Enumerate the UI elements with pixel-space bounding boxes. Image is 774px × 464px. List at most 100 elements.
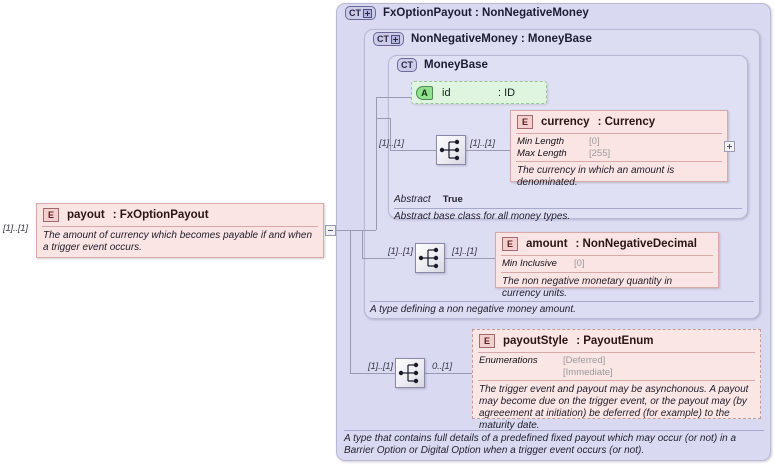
connector-trunk-middle — [362, 230, 363, 258]
sequence-compositor-moneybase[interactable] — [436, 135, 466, 165]
facet-row: Max Length [255] — [517, 148, 721, 160]
plus-icon[interactable] — [391, 34, 400, 44]
collapse-toggle-payout[interactable] — [325, 225, 336, 236]
element-icon: E — [517, 115, 533, 129]
enumeration-value: [Immediate] — [563, 366, 613, 378]
sequence-compositor-nonnegativemoney[interactable] — [415, 243, 445, 273]
compositor-2-left-cardinality: [1]..[1] — [388, 246, 413, 257]
facet-values: [Deferred] [Immediate] — [563, 355, 613, 378]
divider — [42, 226, 318, 227]
element-payoutstyle-header: E payoutStyle : PayoutEnum — [473, 330, 760, 352]
ct-label: CT — [349, 8, 361, 18]
element-payoutstyle[interactable]: E payoutStyle : PayoutEnum Enumerations … — [472, 329, 761, 431]
complex-type-icon: CT — [345, 6, 376, 20]
compositor-1-right-cardinality: [1]..[1] — [470, 138, 495, 149]
element-icon: E — [479, 334, 495, 348]
element-currency[interactable]: E currency : Currency Min Length [0] Max… — [510, 110, 728, 188]
element-payout-name: payout — [67, 209, 105, 221]
element-payoutstyle-documentation: The trigger event and payout may be asyn… — [479, 384, 749, 431]
connector-inner-down-stub — [376, 118, 390, 119]
divider — [501, 255, 713, 256]
facet-label: Min Inclusive — [502, 258, 557, 269]
connector-trunk-outer-top — [337, 230, 351, 231]
element-payoutstyle-type: : PayoutEnum — [576, 335, 654, 347]
facet-value: [0] — [589, 136, 600, 147]
element-payout[interactable]: E payout : FxOptionPayout The amount of … — [36, 203, 324, 258]
divider — [478, 352, 755, 353]
element-payoutstyle-name: payoutStyle — [503, 335, 569, 347]
divider — [516, 161, 722, 162]
element-amount-documentation: The non negative monetary quantity in cu… — [502, 275, 673, 299]
divider — [501, 271, 713, 273]
compositor-3-left-cardinality: [1]..[1] — [368, 361, 393, 372]
container-fxoptionpayout-header: CT FxOptionPayout : NonNegativeMoney — [345, 6, 589, 20]
element-amount-name: amount — [526, 238, 568, 250]
element-icon: E — [43, 208, 59, 222]
element-amount-facets: Min Inclusive [0] — [496, 256, 718, 272]
container-nonnegativemoney-annotation: A type defining a non negative money amo… — [370, 304, 576, 315]
connector-to-id-attr — [376, 97, 411, 98]
facet-label: Max Length — [517, 147, 567, 159]
attribute-id-type: : ID — [498, 86, 516, 99]
attribute-id[interactable]: A id : ID — [411, 81, 547, 104]
attribute-id-name: id — [442, 86, 451, 99]
element-payoutstyle-facets: Enumerations [Deferred] [Immediate] — [473, 353, 760, 380]
facet-row: Min Length [0] — [517, 136, 721, 148]
connector-to-seq3 — [350, 373, 395, 374]
connector-inner-down — [390, 118, 391, 150]
container-nonnegativemoney-title: NonNegativeMoney : MoneyBase — [411, 33, 592, 45]
connector-inner-stub — [362, 230, 376, 231]
container-moneybase-footer: Abstract True Abstract base class for al… — [394, 194, 742, 223]
connector-to-seq1 — [390, 150, 436, 151]
facet-value: [0] — [574, 258, 585, 269]
abstract-value: True — [442, 194, 463, 205]
element-payout-header: E payout : FxOptionPayout — [37, 204, 323, 226]
connector-seq3-to-payoutstyle — [425, 373, 472, 374]
divider — [516, 133, 722, 134]
element-amount-type: : NonNegativeDecimal — [575, 238, 697, 250]
facet-label: Min Length — [517, 136, 565, 147]
element-icon: E — [502, 237, 518, 251]
connector-seq1-to-currency — [466, 150, 510, 151]
payout-cardinality: [1]..[1] — [3, 223, 28, 234]
facet-row: Enumerations [Deferred] [Immediate] — [479, 355, 754, 378]
facet-row: Min Inclusive [0] — [502, 258, 712, 270]
container-nonnegativemoney-footer: A type defining a non negative money amo… — [370, 301, 754, 316]
connector-seq2-to-amount — [445, 258, 495, 259]
container-fxoptionpayout-title: FxOptionPayout : NonNegativeMoney — [383, 7, 589, 19]
complex-type-icon: CT — [373, 32, 404, 46]
ct-label: CT — [377, 34, 389, 44]
element-currency-facets: Min Length [0] Max Length [255] — [511, 134, 727, 161]
element-amount[interactable]: E amount : NonNegativeDecimal Min Inclus… — [495, 232, 719, 299]
compositor-3-right-cardinality: 0..[1] — [432, 361, 452, 372]
connector-trunk-inner — [376, 97, 377, 230]
connector-to-seq2 — [362, 258, 395, 259]
enumeration-value: [Deferred] — [563, 355, 606, 366]
divider — [478, 380, 755, 381]
compositor-1-left-cardinality: [1]..[1] — [379, 138, 404, 149]
element-currency-documentation: The currency in which an amount is denom… — [517, 165, 675, 188]
compositor-2-right-cardinality: [1]..[1] — [452, 246, 477, 257]
element-payout-type: : FxOptionPayout — [112, 209, 209, 221]
sequence-compositor-fxoptionpayout[interactable] — [395, 358, 425, 388]
abstract-label: Abstract — [394, 194, 431, 205]
container-moneybase-header: CT MoneyBase — [397, 58, 488, 72]
element-currency-type: : Currency — [597, 116, 656, 128]
container-fxoptionpayout-footer: A type that contains full details of a p… — [344, 430, 764, 457]
facet-value: [255] — [589, 147, 611, 159]
ct-label: CT — [401, 60, 413, 70]
complex-type-icon: CT — [397, 58, 417, 72]
facet-label: Enumerations — [479, 355, 538, 366]
attribute-icon: A — [416, 85, 433, 100]
container-nonnegativemoney-header: CT NonNegativeMoney : MoneyBase — [373, 32, 592, 46]
connector-middle-stub — [350, 230, 362, 231]
element-currency-header: E currency : Currency — [511, 111, 727, 133]
connector-trunk-outer — [350, 230, 351, 373]
container-fxoptionpayout-annotation: A type that contains full details of a p… — [344, 433, 737, 456]
element-payout-documentation: The amount of currency which becomes pay… — [43, 230, 313, 253]
expand-toggle-currency[interactable] — [724, 141, 735, 152]
plus-icon[interactable] — [363, 8, 372, 18]
element-currency-name: currency — [541, 116, 590, 128]
container-moneybase-title: MoneyBase — [424, 59, 488, 71]
element-amount-header: E amount : NonNegativeDecimal — [496, 233, 718, 255]
